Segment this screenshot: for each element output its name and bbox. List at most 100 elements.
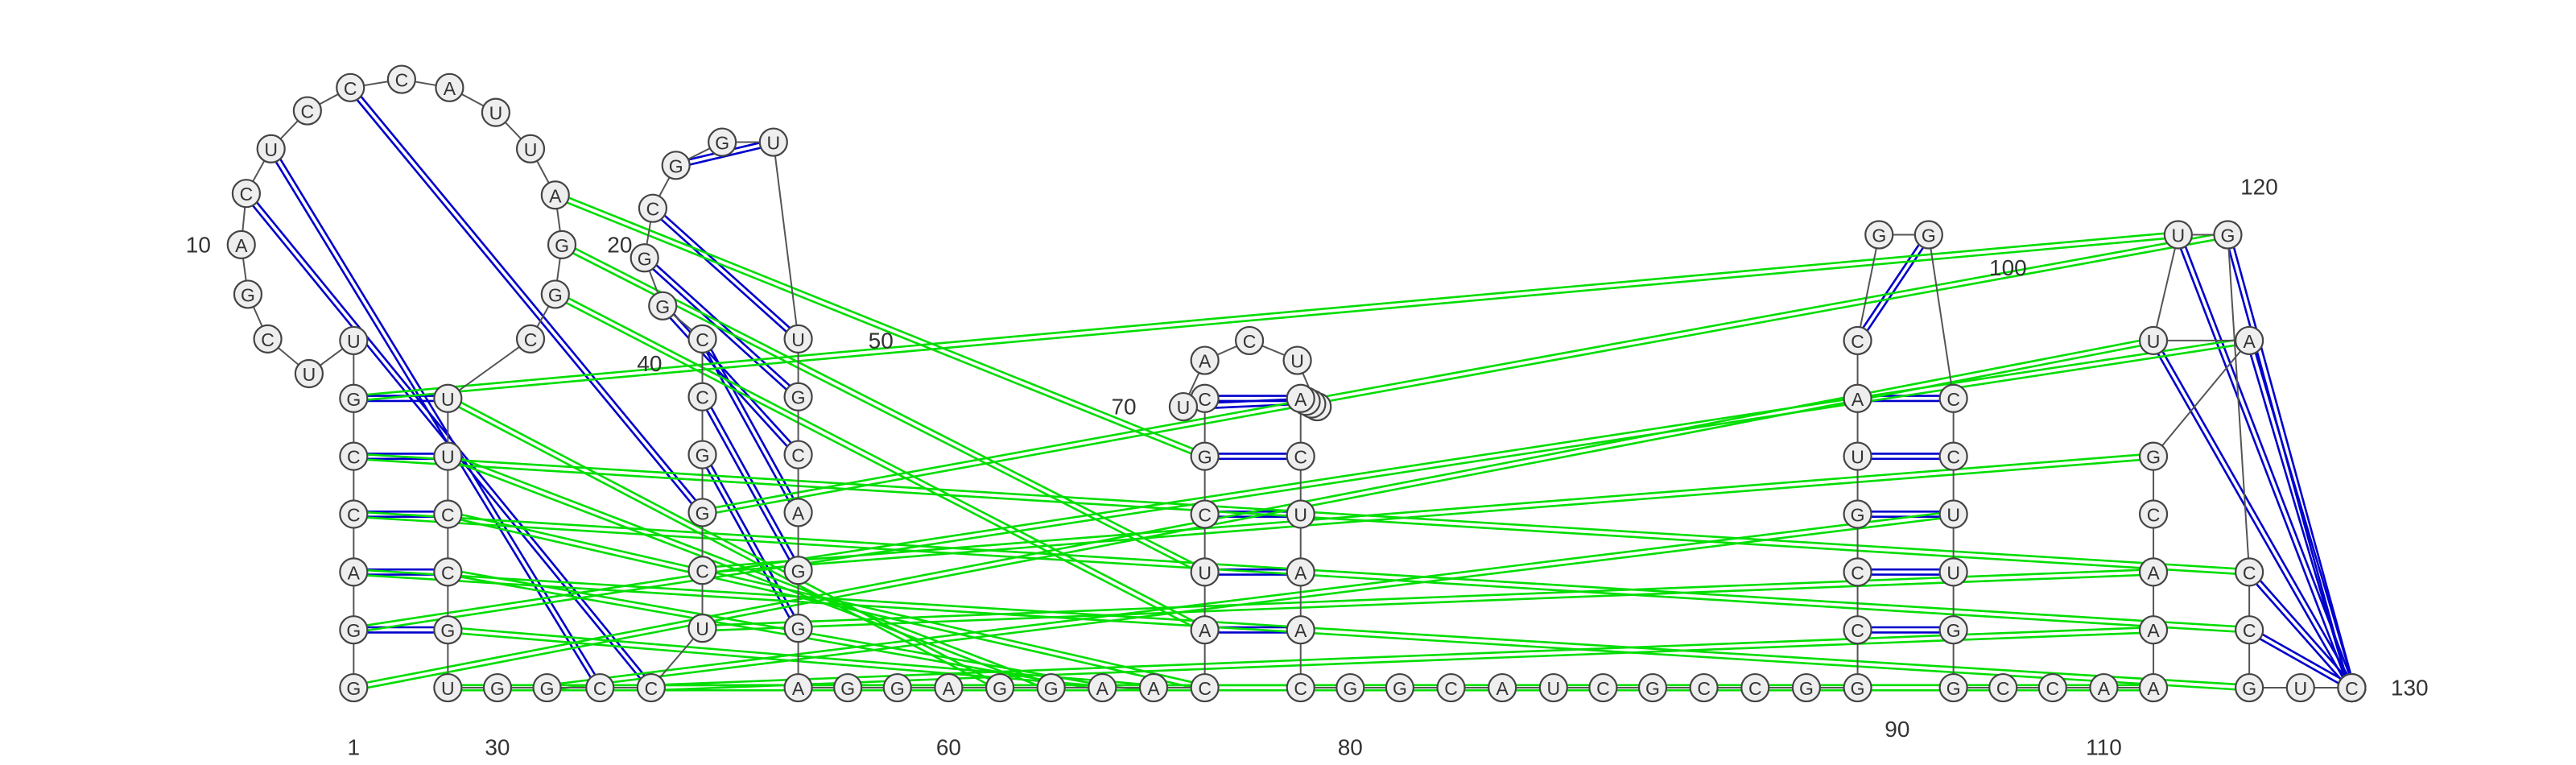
nucleotide: A [1190, 615, 1220, 645]
nucleotide: G [233, 279, 263, 309]
nucleotide: A [2138, 672, 2169, 703]
nucleotide: C [585, 672, 615, 703]
nucleotide-letter: C [1294, 678, 1307, 699]
nucleotide: G [783, 614, 813, 643]
nucleotide: C [687, 556, 717, 585]
nucleotide-letter: G [1799, 678, 1814, 699]
canonical-pair [347, 85, 705, 515]
nucleotide: G [1791, 672, 1822, 703]
nucleotide: A [226, 229, 256, 259]
nucleotide-letter: G [715, 133, 729, 154]
nucleotide-letter: U [1851, 447, 1864, 468]
nucleotide: C [1843, 325, 1872, 356]
nucleotide-letter: G [840, 678, 855, 699]
nucleotide: C [2138, 499, 2169, 529]
noncanonical-pair [702, 453, 2154, 574]
nucleotide: U [256, 134, 286, 163]
nucleotide-letter: G [1922, 225, 1936, 246]
nucleotide-letter: C [524, 329, 538, 350]
nucleotide: G [1843, 499, 1872, 529]
nucleotide: U [1538, 672, 1568, 703]
nucleotide: G [2213, 220, 2243, 250]
nucleotide-letter: C [1294, 447, 1307, 468]
nucleotide-letter: U [1290, 351, 1304, 372]
nucleotide-letter: G [696, 502, 710, 523]
nucleotide-letter: C [347, 447, 361, 468]
nucleotide-letter: G [1946, 620, 1961, 641]
canonical-pair [2247, 626, 2354, 691]
nucleotide-letter: C [646, 199, 660, 220]
backbone-link [2227, 234, 2251, 573]
position-label: 130 [2391, 676, 2429, 701]
nucleotide: G [339, 383, 369, 413]
nucleotide-letter: U [441, 389, 455, 410]
nucleotide-letter: U [1198, 562, 1212, 583]
noncanonical-pair [553, 291, 1207, 634]
nucleotide: C [783, 440, 813, 469]
nucleotide-letter: C [1198, 389, 1212, 410]
nucleotide-letter: G [346, 620, 361, 641]
nucleotide-letter: G [1198, 447, 1212, 468]
nucleotide-letter: G [791, 387, 806, 408]
nucleotide-letter: U [441, 447, 455, 468]
nucleotide: C [636, 672, 666, 703]
nucleotide: U [783, 324, 813, 354]
position-label: 120 [2240, 174, 2278, 199]
nucleotide-letter: C [395, 70, 409, 91]
nucleotide-letter: C [441, 562, 455, 583]
nucleotide: U [481, 97, 511, 127]
nucleotide: G [482, 672, 513, 703]
backbone-link [447, 338, 531, 399]
nucleotide: U [515, 134, 546, 163]
nucleotide-letter: C [1444, 678, 1458, 699]
backbone-link [2153, 340, 2250, 457]
nucleotide-letter: A [348, 562, 361, 583]
nucleotide: C [336, 72, 365, 102]
nucleotide-letter: G [1645, 678, 1660, 699]
nucleotide: C [1740, 672, 1770, 703]
nucleotide-letter: C [1198, 678, 1212, 699]
canonical-pair [1857, 626, 1954, 634]
nucleotide: C [687, 324, 717, 354]
nucleotide: G [1190, 441, 1220, 471]
nucleotide: C [1286, 441, 1315, 471]
nucleotide: C [253, 324, 283, 354]
nucleotide-letter: G [1946, 678, 1961, 699]
noncanonical-pair [353, 231, 2179, 403]
nucleotide: A [2235, 325, 2264, 356]
nucleotide: G [2138, 441, 2169, 471]
nucleotide: C [2235, 557, 2264, 587]
nucleotide-letter: A [1294, 620, 1307, 641]
nucleotide: G [1036, 672, 1066, 703]
nucleotide-letter: U [1946, 504, 1960, 525]
nucleotide-letter: U [264, 139, 278, 160]
nucleotide-letter: C [1851, 331, 1864, 352]
nucleotide: C [339, 441, 369, 471]
nucleotide: U [758, 127, 788, 157]
backbone-link [2153, 234, 2179, 341]
nucleotide: U [1190, 557, 1220, 587]
position-label: 70 [1111, 395, 1136, 420]
nucleotide-letter: C [1198, 504, 1212, 525]
nucleotide-letter: G [490, 678, 505, 699]
nucleotide-letter: A [2147, 562, 2160, 583]
nucleotide: A [1138, 672, 1169, 703]
nucleotide: C [1190, 499, 1220, 529]
nucleotide: C [1190, 672, 1220, 703]
canonical-pair [1857, 453, 1954, 461]
nucleotide-letter: U [2172, 225, 2186, 246]
nucleotide-letter: G [1343, 678, 1357, 699]
nucleotide-letter: A [1852, 389, 1864, 410]
nucleotide-letter: C [2345, 678, 2359, 699]
nucleotide: A [1488, 672, 1517, 703]
nucleotide: G [687, 498, 717, 527]
nucleotide-letter: G [548, 284, 563, 305]
nucleotide-letter: G [2220, 225, 2235, 246]
nucleotide: C [1938, 441, 1968, 471]
nucleotide: U [294, 358, 324, 389]
nucleotide-letter: U [524, 139, 538, 160]
nucleotide-letter: A [1147, 678, 1160, 699]
nucleotide: G [630, 243, 659, 273]
nucleotide-letter: G [791, 618, 806, 639]
